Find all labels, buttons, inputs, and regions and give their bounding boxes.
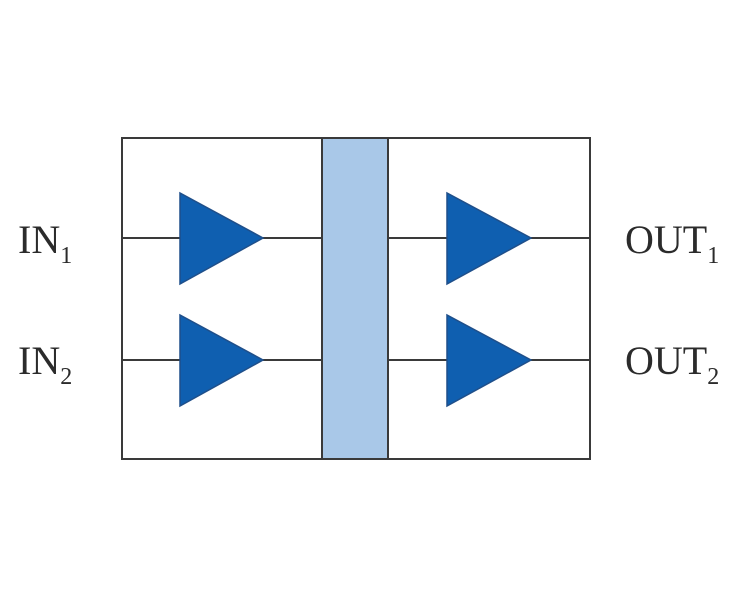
label-out2: OUT2 [625, 338, 719, 390]
label-out1: OUT1 [625, 217, 719, 269]
label-in2-main: IN [18, 338, 60, 383]
amplifier-out2-icon [446, 313, 533, 408]
amplifier-out1-icon [446, 191, 533, 286]
label-in2: IN2 [18, 338, 72, 390]
label-out2-sub: 2 [707, 364, 719, 390]
coupler-block [321, 137, 389, 460]
label-in1-sub: 1 [60, 243, 72, 269]
amplifier-in1-icon [179, 191, 265, 286]
label-out2-main: OUT [625, 338, 707, 383]
label-out1-sub: 1 [707, 243, 719, 269]
amplifier-in2-icon [179, 313, 265, 408]
label-in1: IN1 [18, 217, 72, 269]
label-out1-main: OUT [625, 217, 707, 262]
label-in2-sub: 2 [60, 364, 72, 390]
label-in1-main: IN [18, 217, 60, 262]
